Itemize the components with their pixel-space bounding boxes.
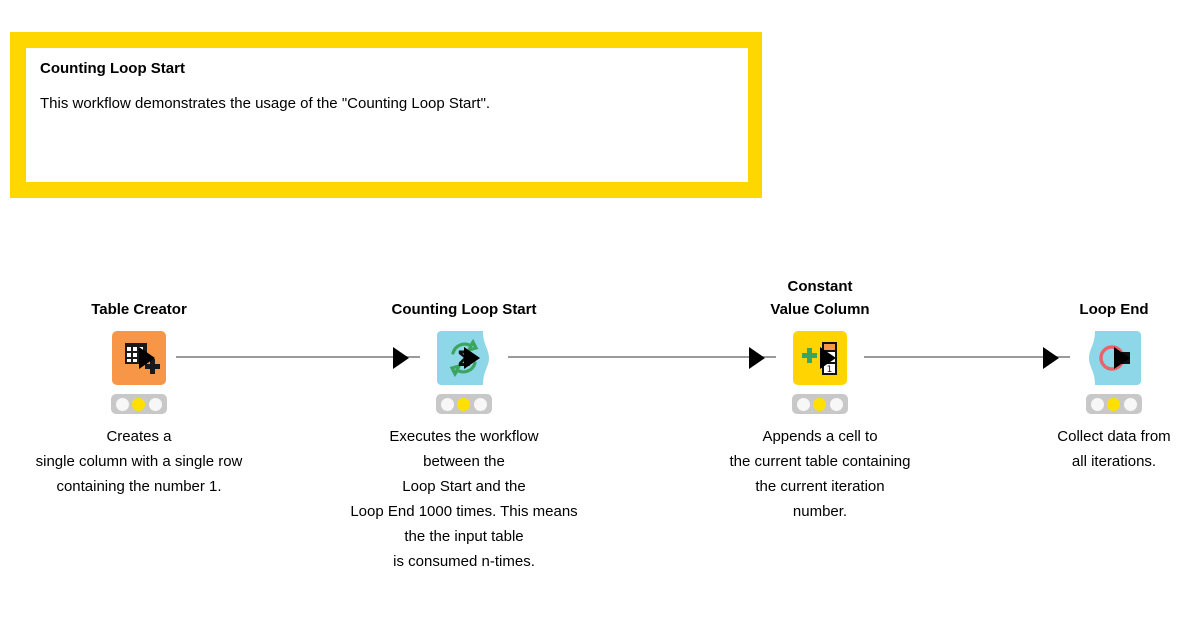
node-description-counting-loop-start: Executes the workflow between the Loop S…	[350, 428, 578, 570]
node-title-loop-end: Loop End	[1079, 301, 1149, 318]
traffic-light-constant-value-column	[792, 394, 848, 414]
traffic-lamp-red	[796, 397, 810, 411]
output-port-counting-loop-start[interactable]	[464, 347, 480, 369]
connector-table-creator-to-loop-start[interactable]	[176, 356, 420, 358]
workflow-annotation-inner: Counting Loop Start This workflow demons…	[26, 48, 748, 182]
input-port-loop-end[interactable]	[1043, 347, 1059, 369]
traffic-light-counting-loop-start	[436, 394, 492, 414]
traffic-lamp-green	[149, 397, 163, 411]
node-body-constant-value-column[interactable]: 1 1	[749, 331, 847, 385]
output-port-constant-value-column[interactable]	[820, 347, 836, 369]
node-body-counting-loop-start[interactable]: Σ	[393, 331, 491, 385]
traffic-lamp-yellow	[1107, 397, 1121, 411]
traffic-lamp-yellow	[457, 397, 471, 411]
workflow-annotation-box[interactable]: Counting Loop Start This workflow demons…	[10, 32, 762, 198]
node-description-loop-end: Collect data from all iterations.	[1057, 428, 1171, 470]
input-port-constant-value-column[interactable]	[749, 347, 765, 369]
traffic-lamp-green	[830, 397, 844, 411]
node-body-table-creator[interactable]	[112, 331, 166, 385]
traffic-lamp-yellow	[132, 397, 146, 411]
node-description-constant-value-column: Appends a cell to the current table cont…	[729, 428, 911, 520]
traffic-lamp-green	[1124, 397, 1138, 411]
input-port-counting-loop-start[interactable]	[393, 347, 409, 369]
traffic-lamp-green	[474, 397, 488, 411]
node-body-loop-end[interactable]	[1043, 331, 1141, 385]
traffic-lamp-red	[115, 397, 129, 411]
svg-text:1: 1	[827, 365, 833, 375]
connector-constant-value-to-loop-end[interactable]	[864, 356, 1070, 358]
node-title-counting-loop-start: Counting Loop Start	[391, 301, 537, 318]
traffic-light-table-creator	[111, 394, 167, 414]
traffic-lamp-red	[440, 397, 454, 411]
traffic-light-loop-end	[1086, 394, 1142, 414]
traffic-lamp-yellow	[813, 397, 827, 411]
node-title-table-creator: Table Creator	[91, 301, 187, 318]
connector-loop-start-to-constant-value[interactable]	[508, 356, 776, 358]
traffic-lamp-red	[1090, 397, 1104, 411]
annotation-title: Counting Loop Start	[40, 60, 185, 77]
node-description-table-creator: Creates a single column with a single ro…	[35, 428, 243, 495]
node-title-constant-value-column: Constant Value Column	[770, 278, 870, 318]
output-port-loop-end[interactable]	[1114, 347, 1130, 369]
annotation-body: This workflow demonstrates the usage of …	[40, 95, 491, 112]
output-port-table-creator[interactable]	[139, 347, 155, 369]
